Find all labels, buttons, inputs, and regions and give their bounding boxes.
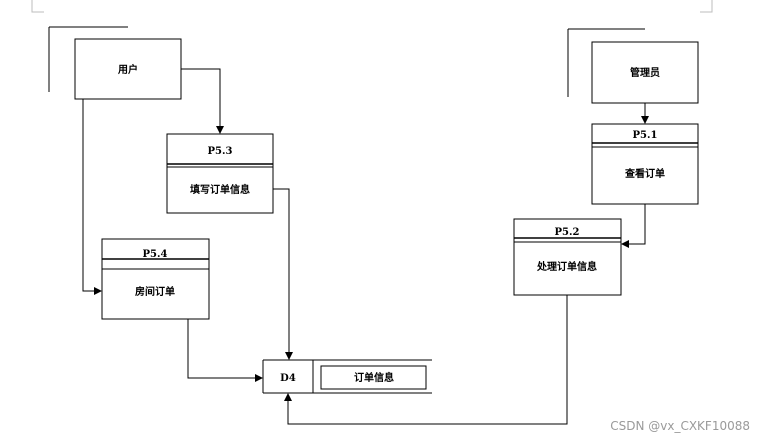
process-p5-2: P5.2 处理订单信息 [513, 218, 622, 296]
entity-admin: 管理员 [567, 28, 699, 104]
watermark-text: CSDN @vx_CXKF10088 [610, 419, 750, 433]
entity-user: 用户 [48, 26, 182, 100]
process-p5-1-label: 查看订单 [624, 167, 665, 180]
process-p5-3-id: P5.3 [208, 146, 233, 157]
process-p5-2-label: 处理订单信息 [536, 260, 597, 273]
process-p5-4: P5.4 房间订单 [101, 238, 210, 320]
process-p5-1: P5.1 查看订单 [591, 123, 699, 205]
page-corner-marks [31, 0, 713, 13]
flow-user-to-p5-4 [82, 99, 102, 295]
process-p5-1-id: P5.1 [633, 130, 658, 141]
datastore-d4-label: 订单信息 [354, 371, 394, 384]
entity-admin-label: 管理员 [630, 66, 660, 79]
process-p5-2-id: P5.2 [555, 227, 580, 238]
datastore-d4: D4 订单信息 [262, 359, 432, 394]
flow-user-to-p5-3 [181, 68, 224, 134]
process-p5-3: P5.3 填写订单信息 [166, 133, 274, 214]
data-flows [82, 68, 649, 425]
process-p5-3-label: 填写订单信息 [190, 183, 250, 196]
process-p5-4-id: P5.4 [143, 249, 168, 260]
entity-user-label: 用户 [117, 63, 138, 76]
flow-p5-3-to-d4 [273, 188, 293, 360]
flow-p5-2-to-d4 [284, 295, 568, 425]
process-p5-4-label: 房间订单 [135, 285, 175, 298]
flow-p5-4-to-d4 [187, 319, 263, 382]
flow-p5-1-to-p5-2 [621, 204, 646, 248]
datastore-d4-id: D4 [280, 373, 296, 384]
